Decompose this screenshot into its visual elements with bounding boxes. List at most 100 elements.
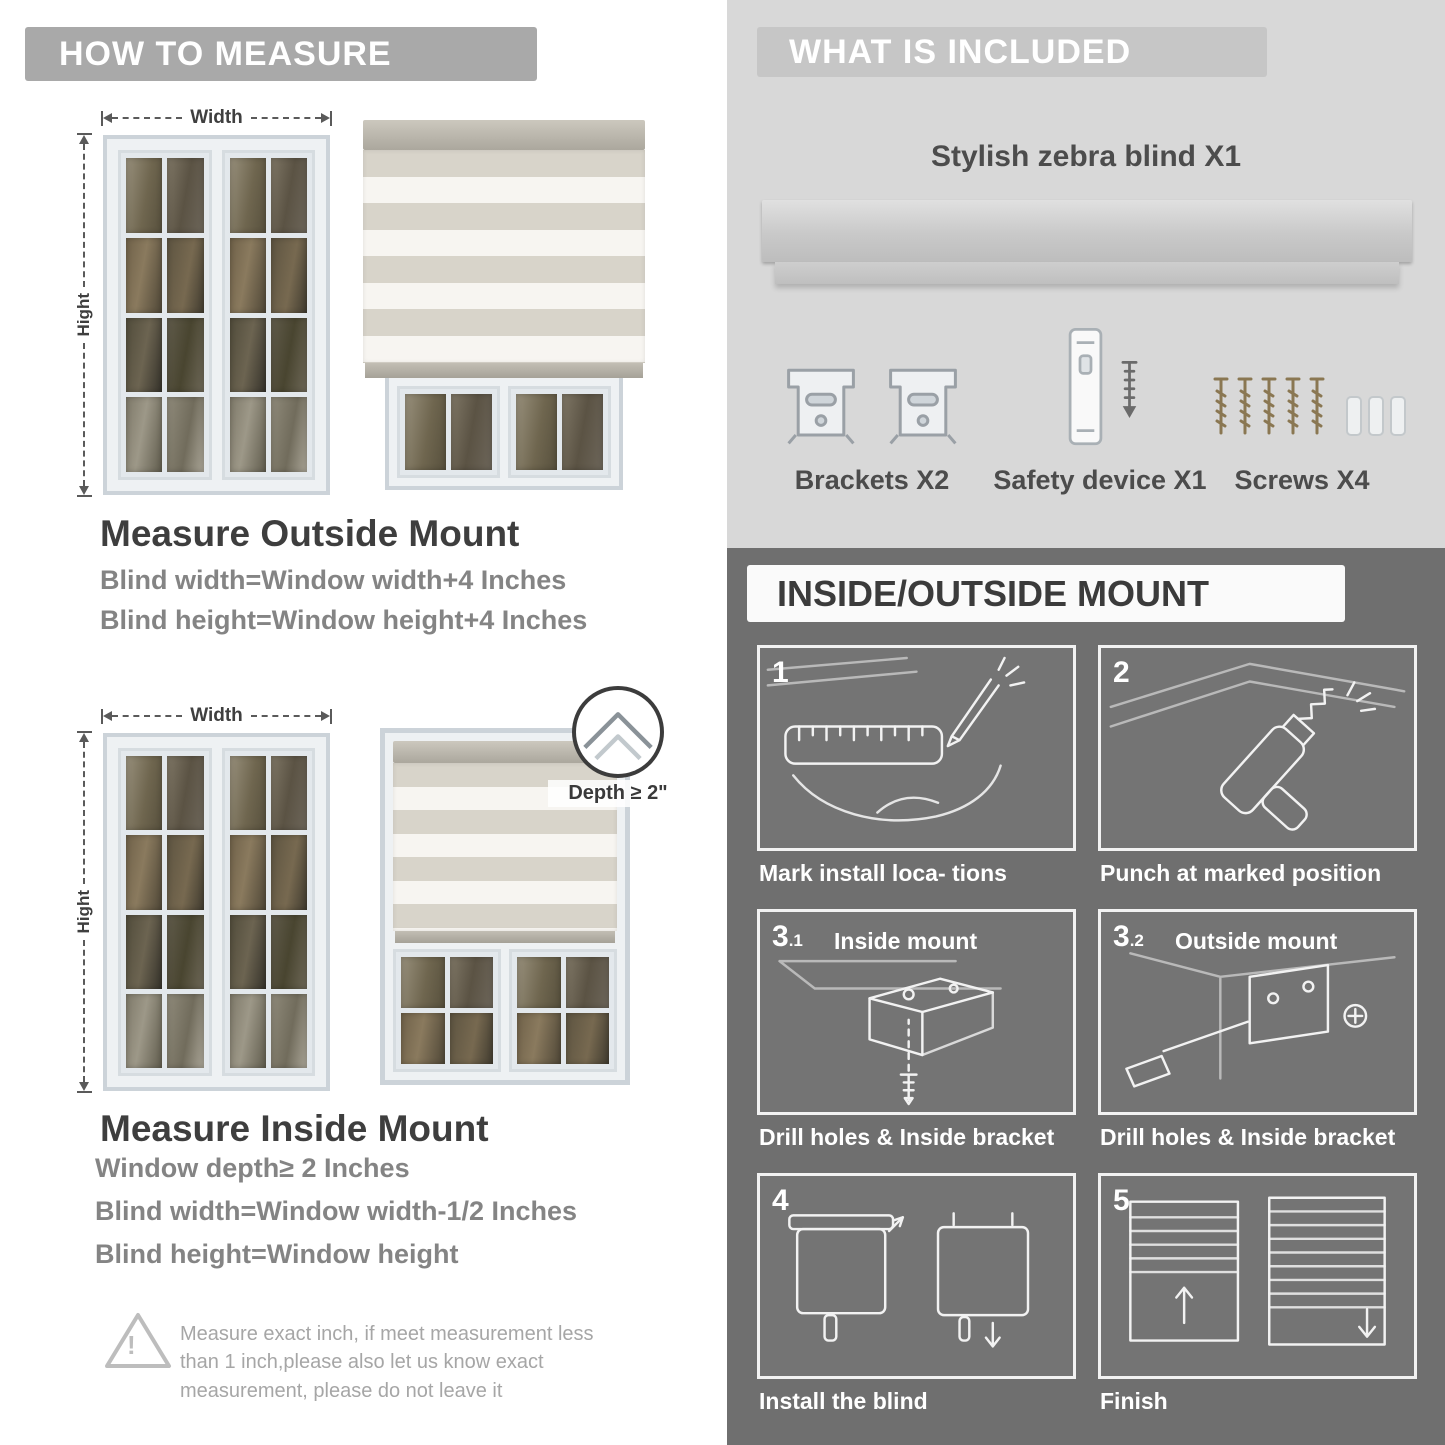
- headrail-valance-lip: [775, 262, 1399, 284]
- inside-depth-formula: Window depth≥ 2 Inches: [95, 1153, 410, 1183]
- step-5: 5 Finish: [1098, 1173, 1417, 1437]
- window-pane: [126, 397, 163, 472]
- window-pane: [229, 914, 266, 989]
- step-5-box: 5: [1098, 1173, 1417, 1379]
- drill-illustration: [1109, 662, 1406, 831]
- window-pane: [449, 1013, 493, 1064]
- width-label: Width: [190, 107, 243, 128]
- product-label: Stylish zebra blind X1: [930, 140, 1242, 173]
- window-pane: [270, 993, 307, 1068]
- window-pane: [449, 957, 493, 1008]
- window-below-blind: [385, 378, 623, 490]
- step-4-caption: Install the blind: [759, 1388, 928, 1414]
- window-pane: [270, 317, 307, 393]
- window-pane: [229, 237, 266, 313]
- bracket-icon: [889, 368, 957, 445]
- window-pane: [126, 317, 163, 393]
- window-sash: [221, 748, 315, 1076]
- step-1: 1 Mark install loca- tions: [757, 645, 1076, 909]
- width-label: Width: [190, 705, 243, 726]
- window-pane: [167, 835, 204, 910]
- safety-device-illustration: [1027, 325, 1177, 457]
- window-sash: [508, 386, 611, 478]
- outside-mount-window-figure: Width Hight: [74, 107, 332, 497]
- step-3-1-box: 3.1 Inside mount: [757, 909, 1076, 1115]
- safety-device-icon: [1068, 328, 1138, 446]
- window-pane: [405, 394, 446, 470]
- width-arrow: Width: [101, 705, 332, 726]
- anchors-icon: [1346, 396, 1406, 436]
- inside-mount-heading: Measure Inside Mount: [100, 1108, 489, 1149]
- outside-height-formula: Blind height=Window height+4 Inches: [100, 605, 588, 635]
- inside-mount-window-figure: Width Hight: [74, 705, 332, 1093]
- window-pane: [517, 957, 561, 1008]
- screw-icon: [1121, 361, 1138, 418]
- window-pane: [167, 158, 204, 233]
- outside-mount-heading: Measure Outside Mount: [100, 513, 520, 554]
- window-pane: [167, 237, 204, 313]
- window-pane: [565, 957, 609, 1008]
- outside-mount-blind-figure: [363, 120, 645, 490]
- window-pane: [451, 394, 492, 470]
- inside-bracket-illustration: [778, 959, 1002, 1106]
- step-2-box: 2: [1098, 645, 1417, 851]
- how-to-measure-banner: HOW TO MEASURE: [25, 27, 537, 81]
- window-pane: [517, 1013, 561, 1064]
- zebra-stripes: [363, 150, 645, 363]
- what-is-included-title: WHAT IS INCLUDED: [789, 32, 1132, 71]
- mark-locations-illustration: [766, 656, 1026, 822]
- screws-icon: [1213, 377, 1406, 436]
- headrail-illustration: [762, 200, 1412, 262]
- inside-height-formula: Blind height=Window height: [95, 1239, 459, 1269]
- window-pane: [229, 835, 266, 910]
- window-pane: [126, 237, 163, 313]
- window-pane: [229, 158, 266, 233]
- window-pane: [126, 756, 163, 831]
- mount-steps-grid: 1 Mark install loca- tions: [757, 645, 1417, 1437]
- measurement-note: Measure exact inch, if meet measurement …: [180, 1323, 594, 1402]
- step-3-2: 3.2 Outside mount: [1098, 909, 1417, 1173]
- how-to-measure-title: HOW TO MEASURE: [59, 34, 392, 73]
- window-pane: [270, 397, 307, 472]
- screws-illustration: [1207, 368, 1417, 460]
- step-3-2-box: 3.2 Outside mount: [1098, 909, 1417, 1115]
- brackets-label: Brackets X2: [794, 465, 950, 495]
- window-pane: [401, 957, 445, 1008]
- blind-cassette: [363, 120, 645, 150]
- window-sash: [393, 949, 501, 1072]
- safety-device-label: Safety device X1: [993, 465, 1207, 495]
- blind-cassette: [393, 741, 617, 763]
- window-pane: [229, 756, 266, 831]
- window-sash: [118, 748, 212, 1076]
- window-pane: [229, 397, 266, 472]
- step-3-1: 3.1 Inside mount: [757, 909, 1076, 1173]
- screws-label: Screws X4: [1234, 465, 1370, 495]
- warning-triangle-icon: !: [103, 1310, 173, 1376]
- window-sash: [397, 386, 500, 478]
- what-is-included-panel: WHAT IS INCLUDED Stylish zebra blind X1: [727, 0, 1445, 548]
- height-arrow: Hight: [74, 133, 93, 497]
- outside-width-formula: Blind width=Window width+4 Inches: [100, 565, 567, 595]
- step-2-caption: Punch at marked position: [1100, 860, 1382, 886]
- step-4: 4: [757, 1173, 1076, 1437]
- window-pane: [126, 914, 163, 989]
- window-pane: [270, 756, 307, 831]
- window-sash: [118, 150, 212, 480]
- step-3-2-title: Outside mount: [1175, 928, 1338, 954]
- height-label: Hight: [74, 890, 93, 934]
- what-is-included-banner: WHAT IS INCLUDED: [757, 27, 1267, 77]
- brackets-illustration: [772, 330, 972, 455]
- window-illustration: [103, 135, 330, 495]
- window-pane: [126, 993, 163, 1068]
- finished-blind-illustration: [1129, 1196, 1386, 1346]
- outside-bracket-illustration: [1125, 952, 1396, 1088]
- depth-requirement-label: Depth ≥ 2": [548, 780, 688, 807]
- window-pane: [229, 317, 266, 393]
- step-4-box: 4: [757, 1173, 1076, 1379]
- window-pane: [565, 1013, 609, 1064]
- inside-mount-blind-figure: Depth ≥ 2": [380, 686, 688, 1085]
- inside-width-formula: Blind width=Window width-1/2 Inches: [95, 1196, 578, 1226]
- blind-bottom-rail: [395, 931, 615, 943]
- height-label: Hight: [74, 293, 93, 337]
- step-2: 2 Punch: [1098, 645, 1417, 909]
